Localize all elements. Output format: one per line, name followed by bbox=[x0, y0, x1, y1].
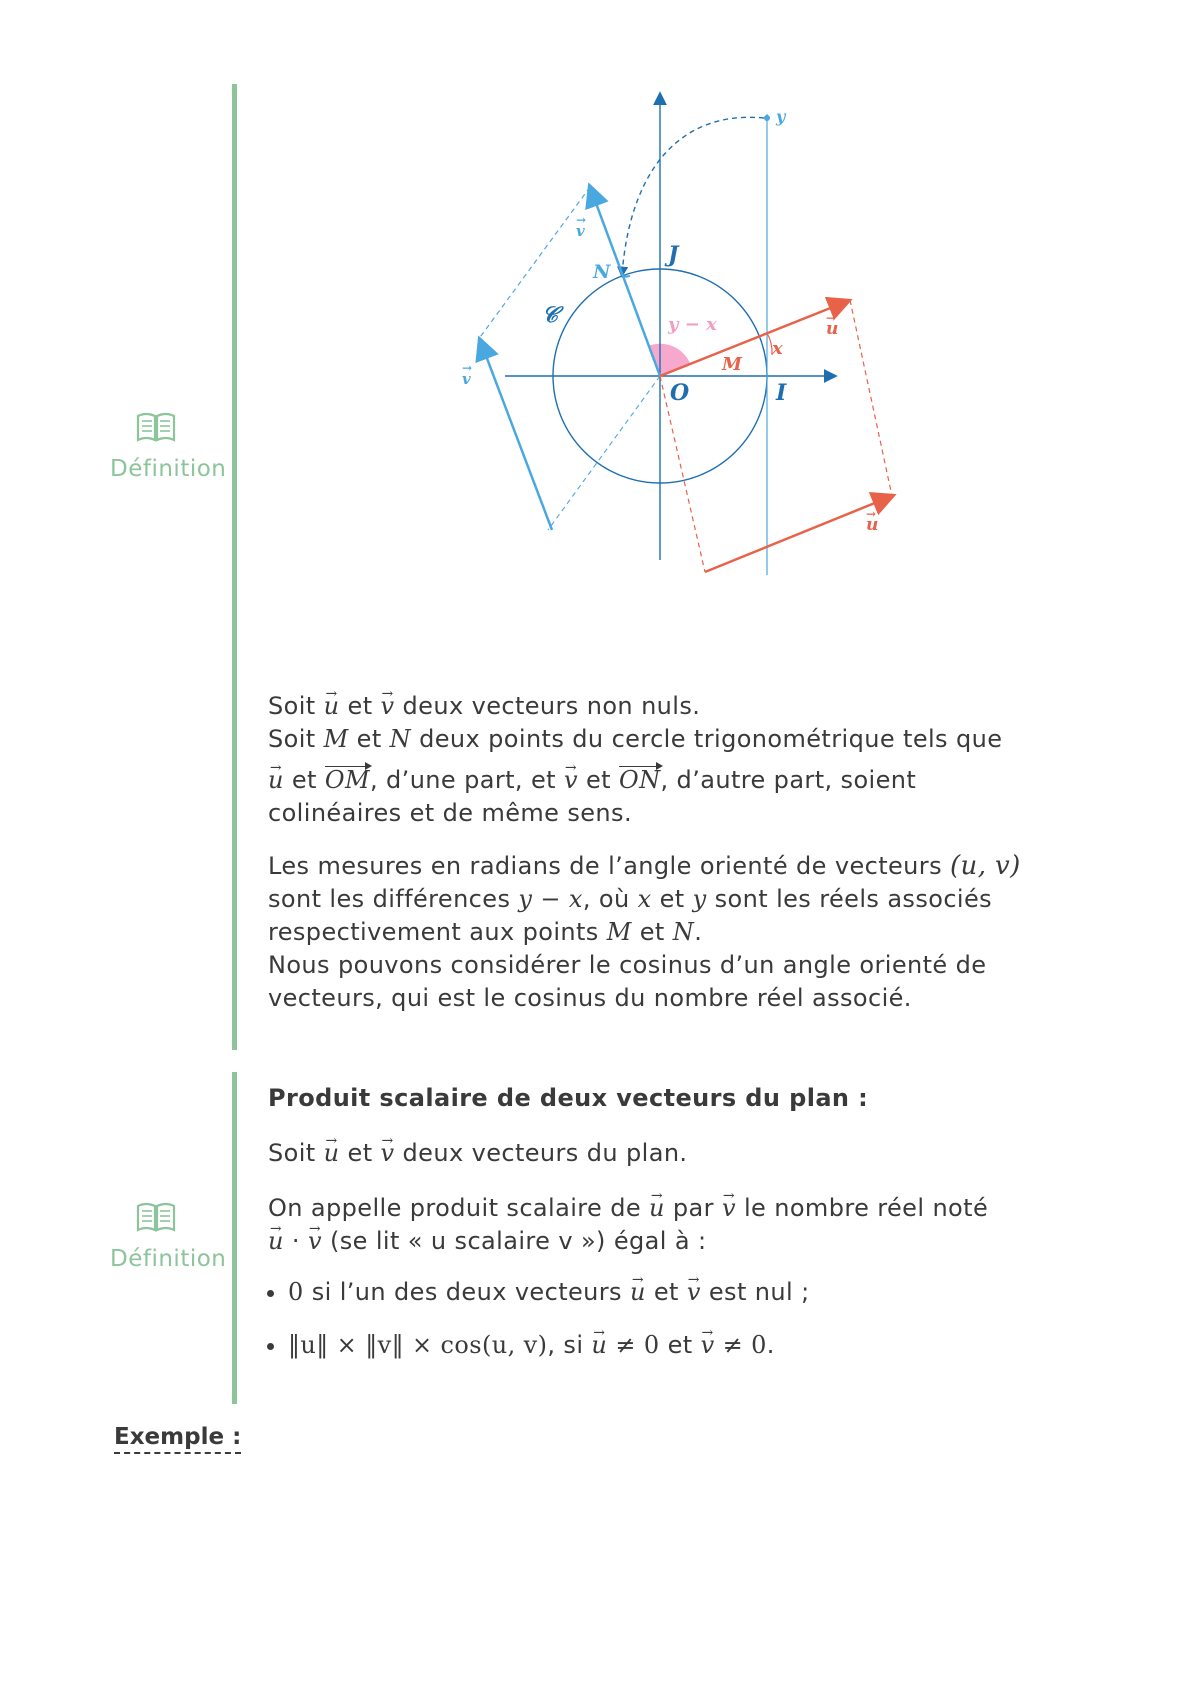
label-x: x bbox=[771, 338, 783, 359]
label-N: N bbox=[592, 261, 611, 283]
def1-paragraph-5: Nous pouvons considérer le cosinus d’un … bbox=[268, 951, 987, 1012]
vector-v-top bbox=[585, 182, 662, 377]
definition-label: Définition bbox=[110, 1246, 227, 1272]
list-item: ‖u‖ × ‖v‖ × cos(u, v), si u ≠ 0 et v ≠ 0… bbox=[288, 1329, 1088, 1362]
label-u-top: u bbox=[826, 319, 838, 339]
angle-sector bbox=[648, 343, 690, 376]
definition-bar-1 bbox=[232, 84, 237, 1050]
label-J: J bbox=[664, 242, 680, 268]
exemple-heading: Exemple : bbox=[114, 1424, 242, 1454]
svg-text:→: → bbox=[462, 361, 472, 375]
book-icon bbox=[136, 1202, 176, 1232]
definition-label-block-1: Définition bbox=[110, 410, 250, 482]
definition2-body: Produit scalaire de deux vecteurs du pla… bbox=[268, 1082, 1088, 1382]
label-C: 𝒞 bbox=[542, 302, 564, 328]
book-icon bbox=[136, 412, 176, 442]
trig-figure: y v → N J 𝒞 y − x u → M x v → O I u → bbox=[462, 91, 897, 575]
def2-title: Produit scalaire de deux vecteurs du pla… bbox=[268, 1084, 869, 1112]
list-item: 0 si l’un des deux vecteurs u et v est n… bbox=[288, 1276, 1088, 1309]
label-O: O bbox=[670, 380, 689, 406]
vector-v-left bbox=[475, 335, 554, 531]
definition-label: Définition bbox=[110, 456, 227, 482]
svg-text:→: → bbox=[826, 311, 836, 325]
def1-paragraph-4: Les mesures en radians de l’angle orient… bbox=[268, 851, 1021, 946]
def2-paragraph-2: On appelle produit scalaire de u par v l… bbox=[268, 1192, 1088, 1258]
definition1-body: Soit u et v deux vecteurs non nuls. Soit… bbox=[268, 690, 1088, 1015]
definition-bar-2 bbox=[232, 1072, 237, 1404]
def1-paragraph-1: Soit u et v deux vecteurs non nuls. bbox=[268, 690, 1088, 723]
label-y: y bbox=[775, 107, 787, 126]
label-M: M bbox=[721, 354, 743, 375]
def2-paragraph-1: Soit u et v deux vecteurs du plan. bbox=[268, 1137, 1088, 1170]
def1-paragraph-3: u et OM, d’une part, et v et ON, d’autre… bbox=[268, 762, 1088, 830]
vector-u-bottom bbox=[704, 491, 897, 574]
definition-label-block-2: Définition bbox=[110, 1200, 250, 1272]
label-I: I bbox=[775, 380, 787, 406]
wrap-arrow bbox=[617, 116, 765, 278]
svg-text:→: → bbox=[576, 213, 586, 227]
vector-u-top bbox=[659, 296, 853, 378]
def2-list: 0 si l’un des deux vecteurs u et v est n… bbox=[268, 1276, 1088, 1362]
def1-paragraph-2: Soit M et N deux points du cercle trigon… bbox=[268, 725, 1003, 753]
label-v-left: v bbox=[462, 370, 471, 388]
label-y-minus-x: y − x bbox=[667, 314, 717, 335]
label-v-top: v bbox=[576, 222, 585, 240]
label-u-bottom: u bbox=[866, 515, 878, 535]
svg-text:→: → bbox=[866, 507, 876, 521]
